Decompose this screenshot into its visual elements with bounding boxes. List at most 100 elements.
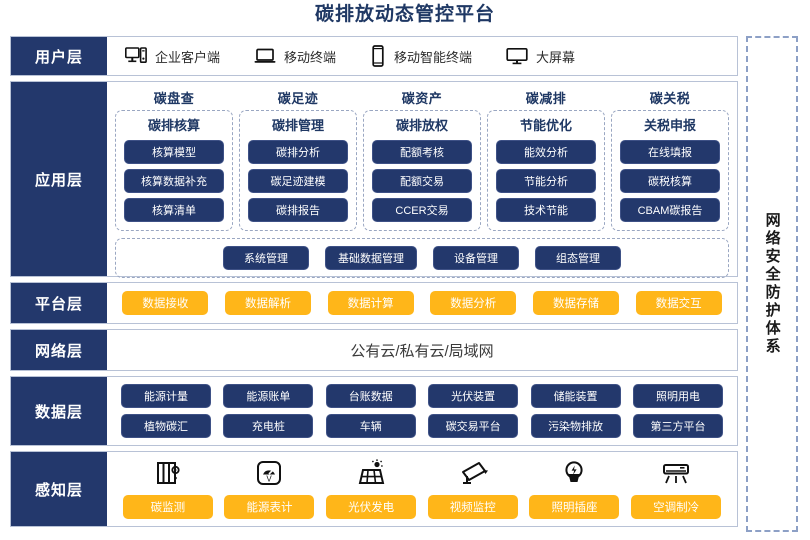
layer-sensing: 感知层 — [10, 451, 738, 527]
app-group-subtitle: 碳排核算 — [147, 118, 200, 133]
app-feature-button[interactable]: 节能分析 — [496, 169, 596, 193]
app-feature-button[interactable]: CBAM碳报告 — [620, 198, 720, 222]
data-source-storage-device[interactable]: 储能装置 — [530, 384, 621, 408]
monitor-icon — [506, 47, 528, 65]
platform-item-data-receive[interactable]: 数据接收 — [122, 291, 209, 315]
app-feature-button[interactable]: 碳排分析 — [248, 140, 348, 164]
app-group-box: 关税申报 在线填报 碳税核算 CBAM碳报告 — [611, 110, 729, 231]
data-source-ledger-data[interactable]: 台账数据 — [325, 384, 416, 408]
page-title: 碳排放动态管控平台 — [314, 4, 495, 25]
app-feature-button[interactable]: 在线填报 — [620, 140, 720, 164]
data-source-row: 能源计量 能源账单 台账数据 光伏装置 储能装置 照明用电 — [121, 384, 723, 408]
layer-network-label: 网络层 — [11, 330, 107, 370]
data-source-plant-carbon-sink[interactable]: 植物碳汇 — [121, 414, 211, 438]
layer-user: 用户层 — [10, 36, 738, 76]
data-source-energy-metering[interactable]: 能源计量 — [121, 384, 211, 408]
layer-data-label: 数据层 — [11, 377, 107, 445]
application-management-box: 系统管理 基础数据管理 设备管理 组态管理 — [115, 238, 729, 278]
user-item-large-screen[interactable]: 大屏幕 — [506, 47, 575, 66]
app-group-carbon-inventory: 碳盘查 碳排核算 核算模型 核算数据补充 核算清单 — [115, 86, 233, 231]
app-feature-button[interactable]: 核算数据补充 — [124, 169, 224, 193]
light-bulb-icon — [559, 456, 589, 490]
sensing-item-lighting-socket[interactable]: 照明插座 — [529, 456, 620, 519]
user-item-label: 企业客户端 — [155, 49, 221, 65]
data-source-lighting-power[interactable]: 照明用电 — [632, 384, 723, 408]
layer-platform-body: 数据接收 数据解析 数据计算 数据分析 数据存储 数据交互 — [107, 283, 737, 323]
layer-sensing-label: 感知层 — [11, 452, 107, 526]
app-feature-button[interactable]: 碳足迹建模 — [248, 169, 348, 193]
platform-item-list: 数据接收 数据解析 数据计算 数据分析 数据存储 数据交互 — [107, 291, 737, 315]
architecture-stack: 用户层 — [10, 36, 738, 532]
energy-meter-icon: V — [254, 456, 284, 490]
application-group-list: 碳盘查 碳排核算 核算模型 核算数据补充 核算清单 碳足迹 碳排管理 碳排分析 — [115, 86, 729, 231]
sensing-item-list: 碳监测 V 能源表计 — [107, 452, 737, 526]
app-group-subtitle: 节能优化 — [519, 118, 572, 133]
data-source-pv-device[interactable]: 光伏装置 — [428, 384, 519, 408]
layer-platform: 平台层 数据接收 数据解析 数据计算 数据分析 数据存储 数据交互 — [10, 282, 738, 324]
app-feature-button[interactable]: 核算模型 — [124, 140, 224, 164]
data-source-carbon-trading-platform[interactable]: 碳交易平台 — [428, 414, 519, 438]
sensing-item-label: 碳监测 — [122, 495, 213, 519]
data-source-energy-bill[interactable]: 能源账单 — [223, 384, 314, 408]
user-item-label: 大屏幕 — [536, 49, 576, 65]
app-group-subtitle: 关税申报 — [643, 118, 696, 133]
platform-item-data-storage[interactable]: 数据存储 — [532, 291, 619, 315]
layer-application-body: 碳盘查 碳排核算 核算模型 核算数据补充 核算清单 碳足迹 碳排管理 碳排分析 — [107, 82, 737, 278]
management-button-configuration[interactable]: 组态管理 — [535, 246, 621, 270]
app-feature-button[interactable]: 配额交易 — [372, 169, 472, 193]
layer-user-body: 企业客户端 移动终端 — [107, 37, 737, 75]
data-source-pollutant-emission[interactable]: 污染物排放 — [530, 414, 621, 438]
platform-item-data-parse[interactable]: 数据解析 — [224, 291, 311, 315]
sensing-item-carbon-monitoring[interactable]: 碳监测 — [122, 456, 213, 519]
user-item-mobile-terminal[interactable]: 移动终端 — [254, 47, 336, 66]
app-group-title: 碳减排 — [525, 91, 567, 106]
management-button-device[interactable]: 设备管理 — [433, 246, 519, 270]
desktop-tower-icon — [125, 47, 147, 65]
app-group-title: 碳关税 — [649, 91, 691, 106]
sensing-item-video-surveillance[interactable]: 视频监控 — [427, 456, 518, 519]
app-feature-button[interactable]: 配额考核 — [372, 140, 472, 164]
app-group-carbon-reduction: 碳减排 节能优化 能效分析 节能分析 技术节能 — [487, 86, 605, 231]
sensing-item-pv-generation[interactable]: 光伏发电 — [326, 456, 417, 519]
app-feature-button[interactable]: 核算清单 — [124, 198, 224, 222]
app-group-carbon-footprint: 碳足迹 碳排管理 碳排分析 碳足迹建模 碳排报告 — [239, 86, 357, 231]
platform-item-data-compute[interactable]: 数据计算 — [327, 291, 414, 315]
app-group-carbon-tariff: 碳关税 关税申报 在线填报 碳税核算 CBAM碳报告 — [611, 86, 729, 231]
data-source-vehicle[interactable]: 车辆 — [325, 414, 416, 438]
app-group-box: 碳排管理 碳排分析 碳足迹建模 碳排报告 — [239, 110, 357, 231]
app-feature-button[interactable]: CCER交易 — [372, 198, 472, 222]
layer-platform-label: 平台层 — [11, 283, 107, 323]
layer-application: 应用层 碳盘查 碳排核算 核算模型 核算数据补充 核算清单 碳足迹 — [10, 81, 738, 278]
app-group-title: 碳盘查 — [153, 91, 195, 106]
app-group-carbon-asset: 碳资产 碳排放权 配额考核 配额交易 CCER交易 — [363, 86, 481, 231]
app-feature-button[interactable]: 碳排报告 — [248, 198, 348, 222]
app-group-title: 碳足迹 — [277, 91, 319, 106]
layer-application-label: 应用层 — [11, 82, 107, 276]
solar-panel-icon — [356, 456, 386, 490]
user-item-label: 移动终端 — [284, 49, 337, 65]
platform-item-data-analysis[interactable]: 数据分析 — [430, 291, 517, 315]
user-item-enterprise-client[interactable]: 企业客户端 — [125, 47, 220, 66]
app-feature-button[interactable]: 碳税核算 — [620, 169, 720, 193]
layer-network: 网络层 公有云/私有云/局域网 — [10, 329, 738, 371]
sensing-item-energy-meter[interactable]: V 能源表计 — [224, 456, 315, 519]
smartphone-icon — [370, 45, 386, 67]
management-button-base-data[interactable]: 基础数据管理 — [325, 246, 417, 270]
user-item-smart-mobile-terminal[interactable]: 移动智能终端 — [370, 45, 472, 67]
sensing-item-label: 空调制冷 — [631, 495, 722, 519]
data-source-grid: 能源计量 能源账单 台账数据 光伏装置 储能装置 照明用电 植物碳汇 充电桩 车… — [107, 377, 737, 445]
management-button-system[interactable]: 系统管理 — [223, 246, 309, 270]
svg-text:V: V — [267, 475, 273, 484]
platform-item-data-exchange[interactable]: 数据交互 — [635, 291, 722, 315]
data-source-third-party-platform[interactable]: 第三方平台 — [632, 414, 723, 438]
data-source-charging-pile[interactable]: 充电桩 — [223, 414, 314, 438]
app-feature-button[interactable]: 能效分析 — [496, 140, 596, 164]
app-feature-button[interactable]: 技术节能 — [496, 198, 596, 222]
cctv-camera-icon — [457, 456, 489, 490]
sensing-item-hvac-cooling[interactable]: 空调制冷 — [631, 456, 722, 519]
app-group-subtitle: 碳排放权 — [395, 118, 448, 133]
layer-data-body: 能源计量 能源账单 台账数据 光伏装置 储能装置 照明用电 植物碳汇 充电桩 车… — [107, 377, 737, 445]
app-group-box: 节能优化 能效分析 节能分析 技术节能 — [487, 110, 605, 231]
app-group-subtitle: 碳排管理 — [271, 118, 324, 133]
